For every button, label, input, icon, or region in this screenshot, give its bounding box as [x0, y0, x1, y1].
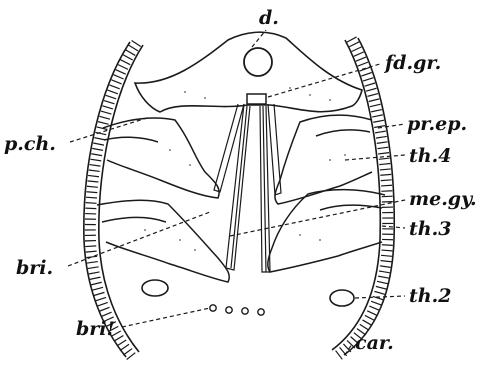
label-pr-ep: pr.ep.	[407, 113, 467, 135]
dorsal-vesicle	[244, 48, 272, 76]
central-band	[214, 104, 281, 272]
label-d: d.	[259, 7, 279, 29]
th2-oval	[330, 290, 354, 306]
food-groove	[247, 94, 266, 104]
label-th3: th.3	[409, 218, 451, 240]
label-fd-gr: fd.gr.	[383, 52, 441, 74]
label-th2: th.2	[409, 285, 451, 307]
dorsal-mass	[135, 32, 362, 112]
leader-lines	[68, 30, 405, 355]
label-p-ch: p.ch.	[4, 133, 56, 155]
labels: d. fd.gr. pr.ep. p.ch. th.4 me.gy. th.3 …	[4, 7, 477, 354]
label-me-gy: me.gy.	[409, 188, 477, 210]
left-oval	[142, 280, 168, 296]
label-th4: th.4	[409, 145, 451, 167]
gill-openings	[210, 305, 264, 315]
label-bri-prime: bri!	[76, 318, 115, 340]
carapace-right	[332, 38, 394, 356]
label-bri: bri.	[16, 257, 53, 279]
label-car: car.	[355, 332, 394, 354]
